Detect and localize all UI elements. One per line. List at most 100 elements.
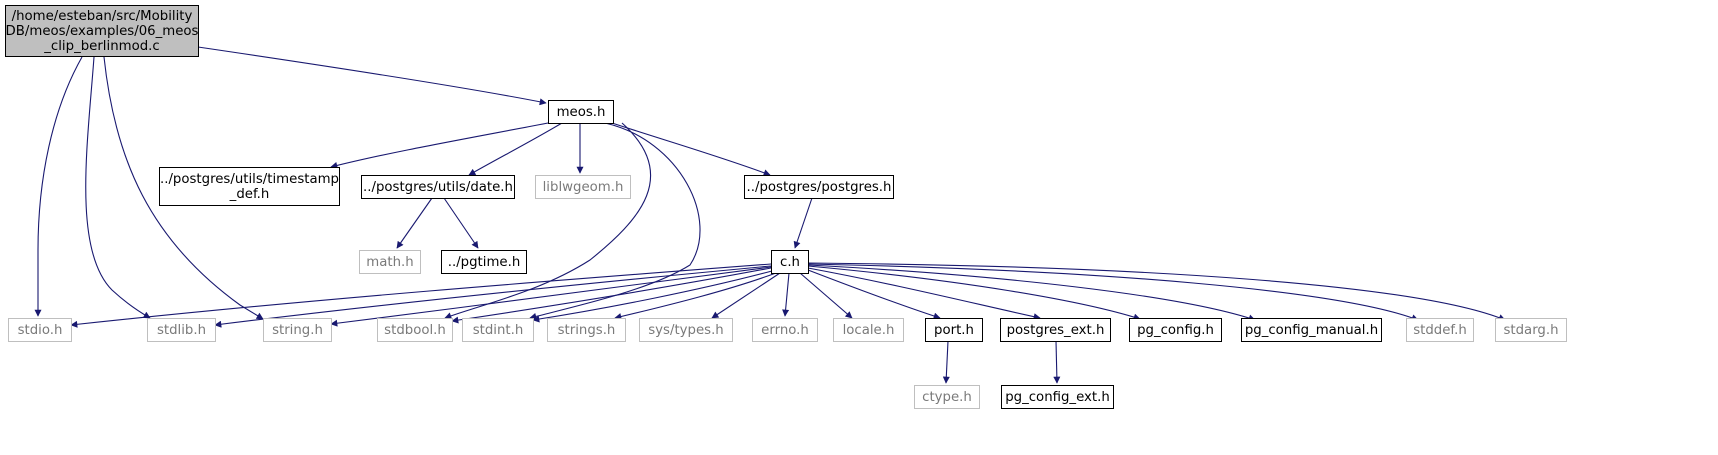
edge-ch-to-stdarg bbox=[807, 262, 1506, 321]
node-label-liblwgeom: liblwgeom.h bbox=[543, 180, 624, 195]
nodes-layer: /home/esteban/src/MobilityDB/meos/exampl… bbox=[5, 5, 1567, 409]
node-ctype: ctype.h bbox=[914, 385, 980, 409]
node-label-stddef: stddef.h bbox=[1413, 323, 1467, 338]
node-box-ctype bbox=[914, 385, 980, 409]
edge-meos-to-stdbool bbox=[444, 122, 652, 320]
edge-ch-to-locale bbox=[799, 272, 853, 319]
node-label-root-line-2: DB/meos/examples/06_meos bbox=[6, 24, 199, 39]
node-errno: errno.h bbox=[752, 318, 818, 342]
node-stdarg: stdarg.h bbox=[1495, 318, 1567, 342]
node-postgres[interactable]: ../postgres/postgres.h bbox=[744, 175, 894, 199]
edge-ch-to-stddef bbox=[807, 263, 1419, 322]
node-ch[interactable]: c.h bbox=[771, 250, 809, 274]
node-label-math: math.h bbox=[366, 255, 413, 270]
node-label-pgconfext: pg_config_ext.h bbox=[1005, 390, 1110, 405]
node-box-strings bbox=[547, 318, 626, 342]
node-box-stdarg bbox=[1495, 318, 1567, 342]
node-stdlib: stdlib.h bbox=[147, 318, 216, 342]
node-pgconfig[interactable]: pg_config.h bbox=[1129, 318, 1222, 342]
edge-date-to-pgtime bbox=[443, 197, 479, 249]
node-box-pgconfman bbox=[1241, 318, 1382, 342]
node-label-systypes: sys/types.h bbox=[648, 323, 724, 338]
node-box-timestamp bbox=[159, 167, 340, 206]
node-label-locale: locale.h bbox=[843, 323, 895, 338]
edge-ch-to-errno bbox=[782, 272, 790, 317]
node-box-errno bbox=[752, 318, 818, 342]
node-string: string.h bbox=[263, 318, 332, 342]
edge-ch-to-pgconfman bbox=[807, 264, 1256, 322]
node-label-pgconfig: pg_config.h bbox=[1137, 323, 1214, 338]
node-label-stdlib: stdlib.h bbox=[157, 323, 206, 338]
node-stdio: stdio.h bbox=[8, 318, 72, 342]
node-pgext[interactable]: postgres_ext.h bbox=[1000, 318, 1111, 342]
node-box-stdbool bbox=[377, 318, 453, 342]
node-label-stdarg: stdarg.h bbox=[1503, 323, 1558, 338]
node-root[interactable]: /home/esteban/src/MobilityDB/meos/exampl… bbox=[5, 5, 199, 57]
node-systypes: sys/types.h bbox=[639, 318, 733, 342]
node-box-pgtime bbox=[441, 250, 527, 274]
node-stddef: stddef.h bbox=[1406, 318, 1474, 342]
edge-meos-to-postgres bbox=[611, 122, 771, 177]
node-label-string: string.h bbox=[272, 323, 323, 338]
edge-ch-to-systypes bbox=[711, 272, 781, 319]
edge-meos-to-date bbox=[468, 122, 563, 176]
edge-pgext-to-pgconfext bbox=[1053, 340, 1061, 384]
node-strings: strings.h bbox=[547, 318, 626, 342]
node-box-stdio bbox=[8, 318, 72, 342]
node-label-postgres: ../postgres/postgres.h bbox=[747, 180, 892, 195]
node-box-systypes bbox=[639, 318, 733, 342]
node-meos[interactable]: meos.h bbox=[548, 100, 614, 124]
node-label-root-line-3: _clip_berlinmod.c bbox=[43, 39, 159, 54]
node-box-date bbox=[361, 175, 515, 199]
node-label-strings: strings.h bbox=[558, 323, 616, 338]
edge-ch-to-strings bbox=[614, 272, 777, 320]
node-box-root bbox=[5, 5, 199, 57]
node-math: math.h bbox=[359, 250, 421, 274]
node-label-timestamp-line-2: _def.h bbox=[229, 187, 270, 202]
node-label-root-line-1: /home/esteban/src/Mobility bbox=[12, 9, 193, 24]
node-pgconfext[interactable]: pg_config_ext.h bbox=[1001, 385, 1114, 409]
node-box-postgres bbox=[744, 175, 894, 199]
edge-ch-to-stdio bbox=[70, 263, 772, 328]
node-label-stdio: stdio.h bbox=[18, 323, 63, 338]
node-label-date: ../postgres/utils/date.h bbox=[363, 180, 513, 195]
node-box-meos bbox=[548, 100, 614, 124]
edge-date-to-math bbox=[396, 197, 433, 249]
node-label-ch: c.h bbox=[780, 255, 800, 270]
edge-meos-to-timestamp bbox=[330, 122, 549, 169]
node-label-stdbool: stdbool.h bbox=[384, 323, 446, 338]
node-locale: locale.h bbox=[833, 318, 904, 342]
edge-postgres-to-ch bbox=[793, 197, 813, 249]
edge-ch-to-port bbox=[807, 269, 941, 320]
edge-ch-to-stdint bbox=[532, 270, 773, 323]
node-box-pgext bbox=[1000, 318, 1111, 342]
node-pgconfman[interactable]: pg_config_manual.h bbox=[1241, 318, 1382, 342]
node-timestamp[interactable]: ../postgres/utils/timestamp_def.h bbox=[159, 167, 340, 206]
edge-ch-to-string bbox=[330, 266, 772, 327]
node-box-pgconfext bbox=[1001, 385, 1114, 409]
node-label-port: port.h bbox=[934, 323, 974, 338]
node-box-pgconfig bbox=[1129, 318, 1222, 342]
node-label-meos: meos.h bbox=[557, 105, 606, 120]
node-stdint: stdint.h bbox=[462, 318, 534, 342]
edge-ch-to-stdlib bbox=[214, 265, 772, 328]
node-box-stdlib bbox=[147, 318, 216, 342]
node-date[interactable]: ../postgres/utils/date.h bbox=[361, 175, 515, 199]
node-liblwgeom: liblwgeom.h bbox=[535, 175, 631, 199]
node-label-pgconfman: pg_config_manual.h bbox=[1245, 323, 1378, 338]
node-box-stdint bbox=[462, 318, 534, 342]
node-label-ctype: ctype.h bbox=[922, 390, 972, 405]
edge-root-to-stdlib bbox=[85, 56, 151, 319]
node-label-timestamp-line-1: ../postgres/utils/timestamp bbox=[160, 172, 339, 187]
node-stdbool: stdbool.h bbox=[377, 318, 453, 342]
edge-meos-to-stdint bbox=[529, 122, 701, 320]
edge-root-to-meos bbox=[197, 46, 547, 106]
node-port[interactable]: port.h bbox=[925, 318, 983, 342]
node-box-stddef bbox=[1406, 318, 1474, 342]
node-label-errno: errno.h bbox=[761, 323, 809, 338]
node-box-math bbox=[359, 250, 421, 274]
node-pgtime[interactable]: ../pgtime.h bbox=[441, 250, 527, 274]
edge-ch-to-stdbool bbox=[451, 267, 772, 324]
edge-root-to-stdio bbox=[34, 56, 83, 317]
